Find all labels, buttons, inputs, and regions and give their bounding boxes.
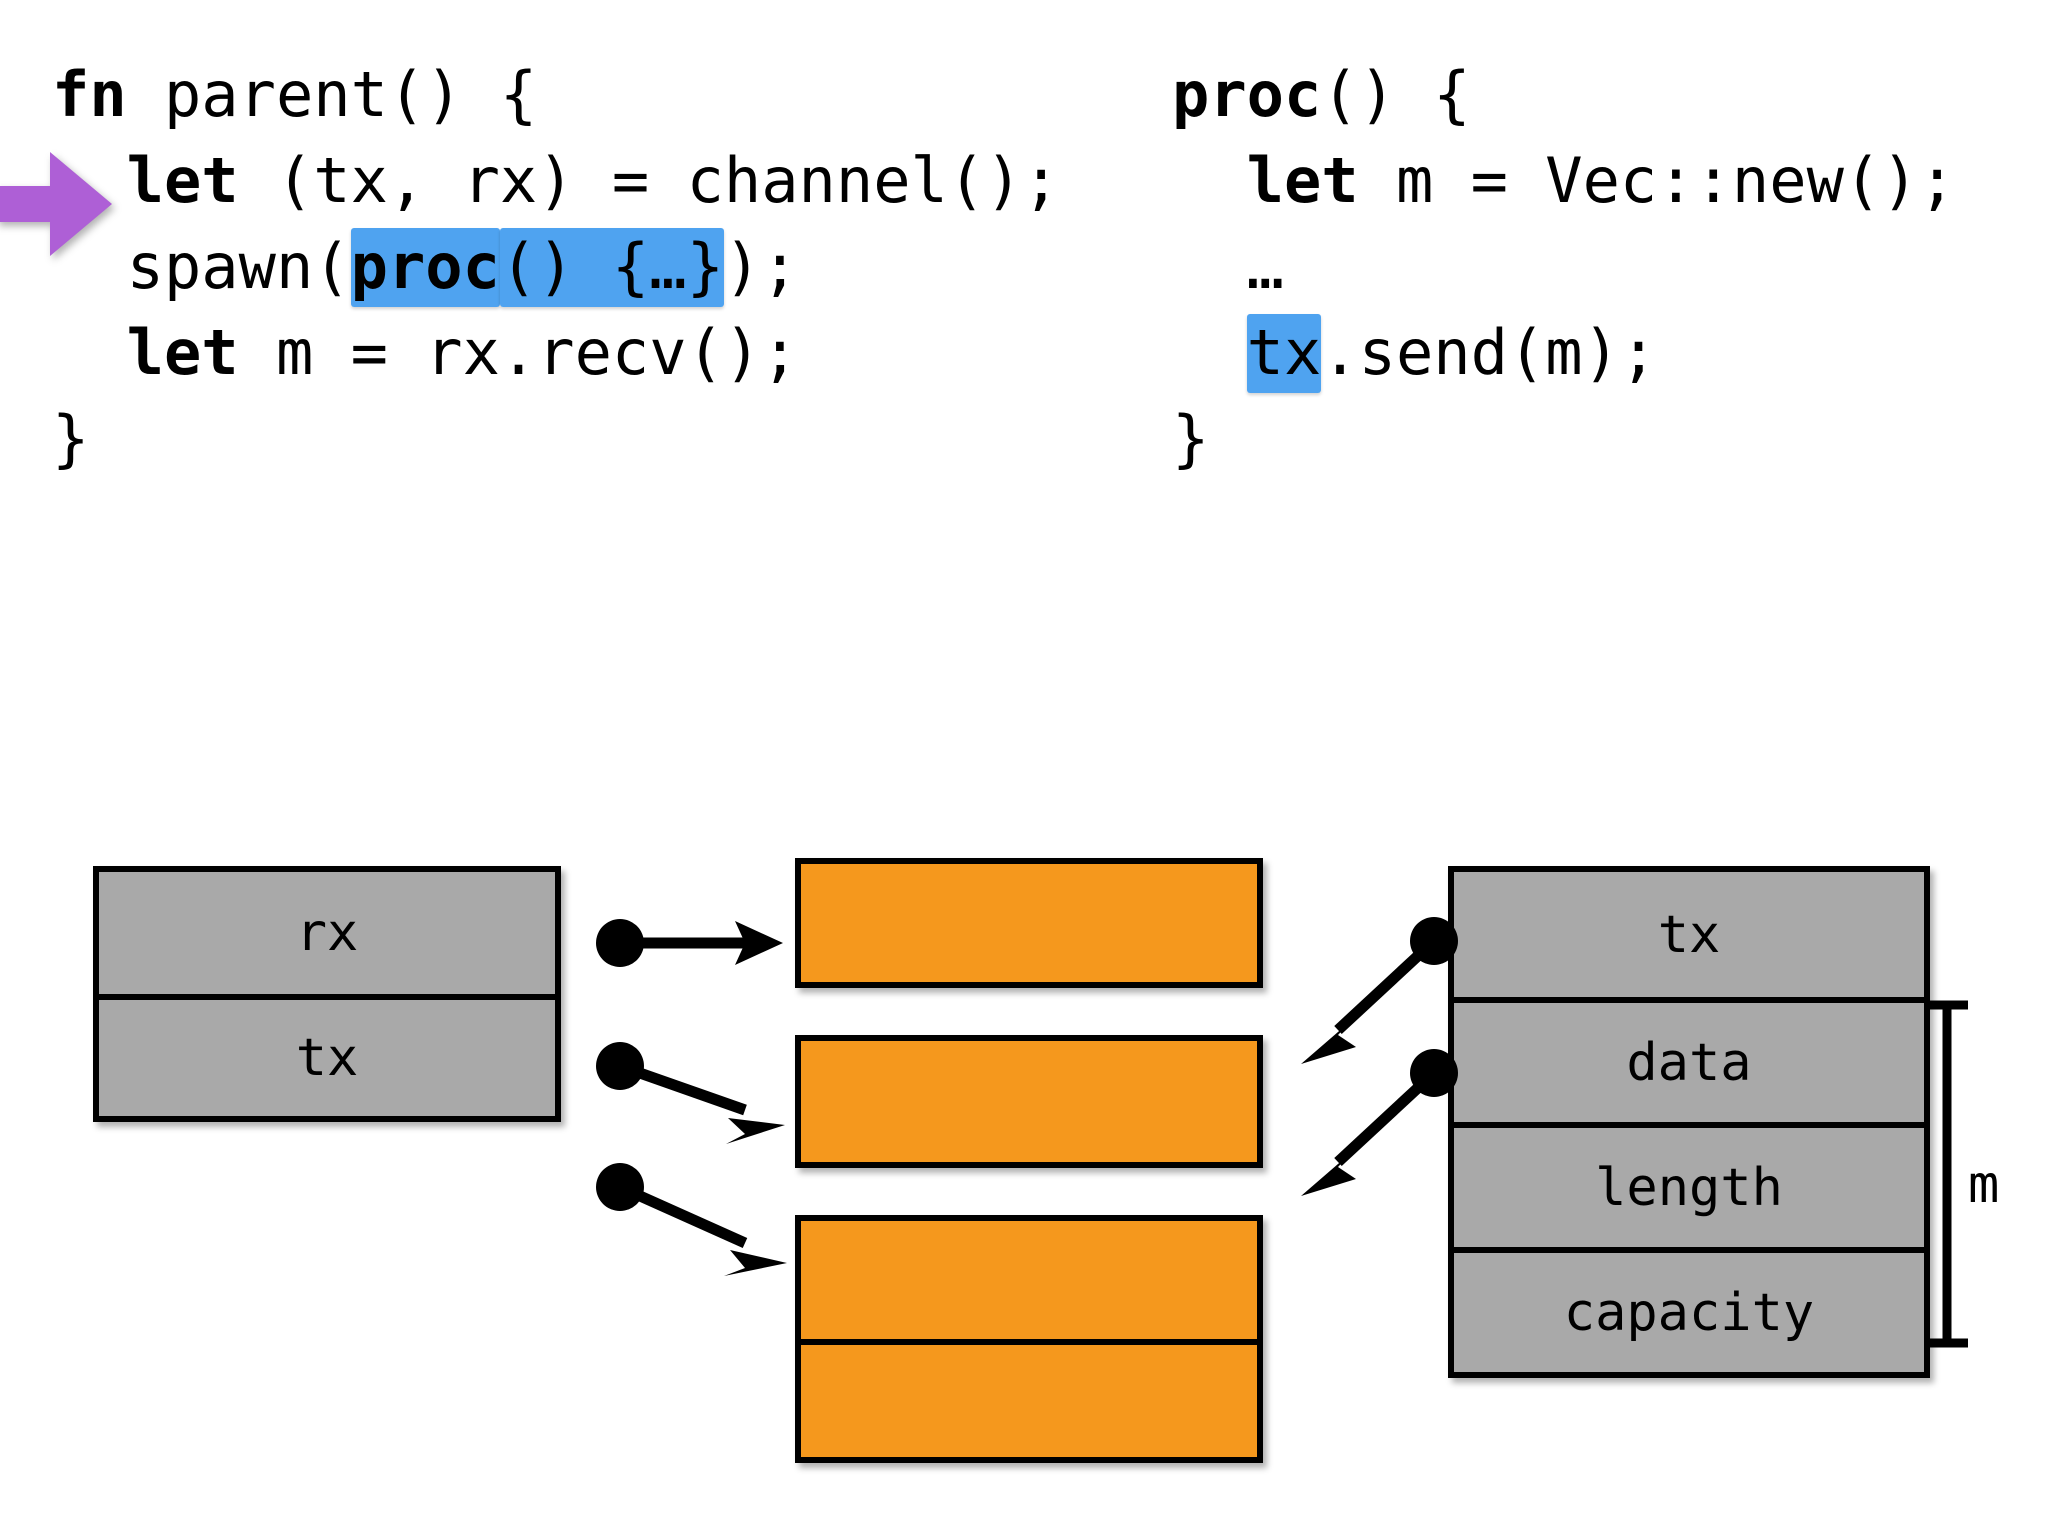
struct-cell-tx: tx (1454, 872, 1924, 997)
code-proc-seg: .send(m); (1321, 316, 1658, 389)
code-parent-line-5: } (52, 396, 1060, 482)
code-parent-seg (52, 144, 127, 217)
code-block-proc: proc() { let m = Vec::new(); … tx.send(m… (1172, 52, 1956, 482)
code-proc-seg: } (1172, 402, 1210, 475)
code-parent-seg: } (52, 402, 90, 475)
heap-cell (801, 864, 1257, 982)
struct-cell-data: data (1454, 997, 1924, 1122)
code-parent-line-3: spawn(proc() {…}); (52, 224, 1060, 310)
code-parent-seg: ); (723, 230, 799, 303)
struct-cell-rx: rx (99, 872, 555, 994)
code-parent-seg: proc (350, 228, 500, 307)
code-proc-seg: … (1172, 230, 1284, 303)
struct-cell-capacity: capacity (1454, 1247, 1924, 1372)
code-parent-seg: let (126, 316, 239, 389)
struct-vec-and-tx: tx data length capacity (1448, 866, 1930, 1378)
arrow-head-icon (1301, 1151, 1356, 1196)
code-parent-seg: fn (52, 58, 127, 131)
code-proc-seg: () { (1321, 58, 1471, 131)
span-bracket-icon (1928, 1000, 1968, 1348)
code-proc-line-5: } (1172, 396, 1956, 482)
code-proc-seg: m = Vec::new(); (1358, 144, 1956, 217)
code-proc-seg: tx (1246, 314, 1322, 393)
arrow-head-icon (735, 921, 783, 965)
pointer-rx-to-heap1 (596, 919, 783, 967)
code-parent-line-4: let m = rx.recv(); (52, 310, 1060, 396)
code-proc-seg (1172, 144, 1247, 217)
pointer-to-heap3 (596, 1163, 787, 1276)
code-proc-line-1: proc() { (1172, 52, 1956, 138)
heap-block-2 (795, 1035, 1263, 1168)
heap-cell (801, 1041, 1257, 1162)
code-parent-seg: let (126, 144, 239, 217)
code-parent-seg: () {…} (499, 228, 724, 307)
code-proc-seg: let (1246, 144, 1359, 217)
pointer-dot-icon (596, 1163, 644, 1211)
cursor-arrow-right-icon (0, 152, 112, 256)
pointer-structtx-to-heap2 (1301, 917, 1458, 1064)
code-parent-line-1: fn parent() { (52, 52, 1060, 138)
code-proc-line-2: let m = Vec::new(); (1172, 138, 1956, 224)
code-proc-line-3: … (1172, 224, 1956, 310)
pointer-dot-icon (596, 1042, 644, 1090)
code-proc-seg: proc (1172, 58, 1322, 131)
code-parent-seg (52, 316, 127, 389)
heap-block-3 (795, 1215, 1263, 1463)
arrow-head-icon (726, 1118, 785, 1144)
code-proc-line-4: tx.send(m); (1172, 310, 1956, 396)
code-parent-seg: (tx, rx) = channel(); (238, 144, 1060, 217)
code-proc-seg (1172, 316, 1247, 389)
struct-cell-tx: tx (99, 994, 555, 1116)
struct-channel-endpoints: rx tx (93, 866, 561, 1122)
heap-block-1 (795, 858, 1263, 988)
code-parent-seg: spawn( (52, 230, 351, 303)
pointer-structdata-to-heap3 (1301, 1049, 1458, 1196)
heap-cell (801, 1339, 1257, 1457)
code-block-parent: fn parent() { let (tx, rx) = channel(); … (52, 52, 1060, 482)
pointer-tx-to-heap2 (596, 1042, 785, 1144)
heap-cell (801, 1221, 1257, 1339)
arrow-head-icon (724, 1250, 787, 1276)
code-parent-seg: m = rx.recv(); (238, 316, 799, 389)
struct-cell-length: length (1454, 1122, 1924, 1247)
bracket-label-m: m (1968, 1155, 2000, 1215)
code-parent-seg: parent() { (126, 58, 538, 131)
arrow-head-icon (1301, 1019, 1356, 1064)
code-parent-line-2: let (tx, rx) = channel(); (52, 138, 1060, 224)
pointer-dot-icon (596, 919, 644, 967)
